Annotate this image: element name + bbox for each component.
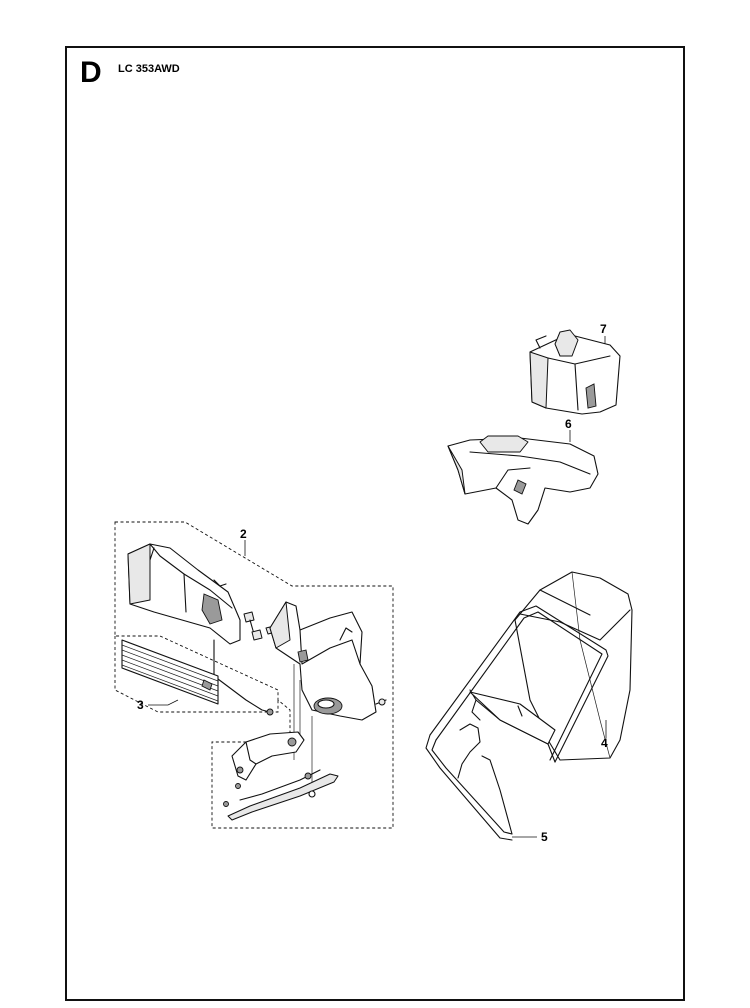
part-6-deflector xyxy=(447,435,599,525)
callout-5: 5 xyxy=(541,830,548,844)
part-5-bag-frame xyxy=(425,605,609,841)
part-blade-ring xyxy=(231,731,305,781)
deck-port-inner xyxy=(317,699,335,709)
spindle-nut xyxy=(308,790,316,798)
part-deck-cover xyxy=(269,601,377,721)
callout-6: 6 xyxy=(565,417,572,431)
part-blade xyxy=(223,769,339,821)
callout-4: 4 xyxy=(601,736,608,750)
part-3-grille xyxy=(121,639,219,705)
bolt-head xyxy=(378,698,386,706)
part-chute-housing xyxy=(127,543,241,645)
ring-fastener xyxy=(287,737,297,747)
subassembly-3-boundary xyxy=(114,636,279,713)
blade-washer-2 xyxy=(223,801,229,807)
blade-washer xyxy=(235,783,241,789)
rod-nut xyxy=(266,708,274,716)
callout-3: 3 xyxy=(137,698,144,712)
blade-bolt xyxy=(304,772,312,780)
section-letter: D xyxy=(80,56,102,89)
part-rod xyxy=(213,639,271,713)
callout-2: 2 xyxy=(240,527,247,541)
leader-3 xyxy=(148,699,179,706)
ring-fastener-2 xyxy=(236,766,244,774)
callout-7: 7 xyxy=(600,322,607,336)
model-code: LC 353AWD xyxy=(118,63,180,75)
part-7-chute-adapter xyxy=(529,329,621,415)
diagram-frame xyxy=(65,46,685,1001)
